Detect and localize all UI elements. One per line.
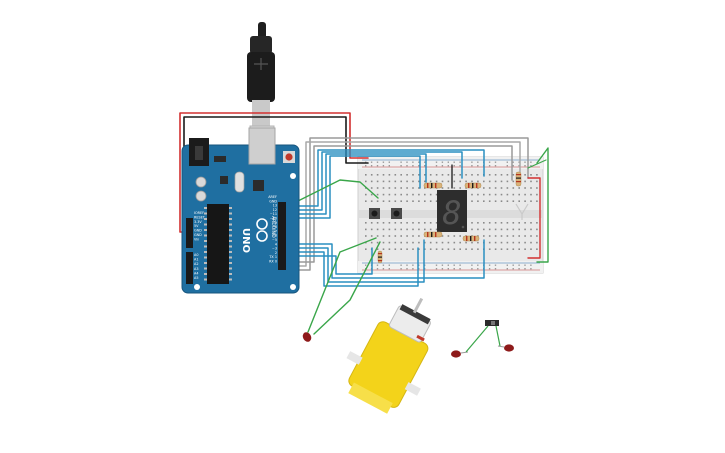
pin-label: ~5: [272, 238, 277, 242]
push-button-2[interactable]: [391, 208, 402, 219]
pin-label: 5V: [194, 224, 199, 228]
dc-motor[interactable]: [332, 280, 458, 422]
analog-header: [186, 252, 193, 284]
pin-label: TX 1: [268, 255, 277, 259]
brand-text: ARDUINO: [270, 216, 276, 238]
pin-label: RESET: [194, 215, 206, 219]
pin-label: GND: [269, 199, 277, 203]
pin-label: ~11: [270, 212, 277, 216]
resistor[interactable]: [464, 182, 482, 189]
wire-blue-8: [295, 247, 373, 275]
mount-hole: [290, 284, 296, 290]
wire-green-button: [295, 179, 379, 203]
wire-red-5v: [179, 112, 369, 233]
pin-label: ~10: [270, 217, 277, 221]
atmega-chip: [207, 204, 229, 284]
pin-label: RX 0: [269, 260, 277, 264]
wire-green-rail: [536, 147, 549, 263]
chip-pins: [204, 207, 232, 281]
digital-header: [278, 202, 286, 270]
seven-segment-display[interactable]: 8: [437, 190, 467, 232]
pin-label: A2: [194, 262, 198, 266]
pin-label: GND: [194, 229, 202, 233]
resistor[interactable]: [423, 182, 443, 189]
pin-label: GND: [194, 233, 202, 237]
pin-label: A3: [194, 267, 198, 271]
pin-label: 8: [275, 225, 277, 229]
pin-label: 12: [273, 208, 277, 212]
reset-button[interactable]: [285, 153, 293, 161]
capacitor: [195, 176, 207, 188]
led-2[interactable]: [451, 350, 469, 358]
arduino-uno-board[interactable]: ARDUINO UNO AREFGND1312~11~10~987~6~54~3…: [181, 127, 300, 294]
sensor-icon[interactable]: [515, 203, 529, 220]
wire-grey-1: [295, 137, 529, 271]
resistor[interactable]: [462, 235, 480, 242]
wire-blue-3: [295, 153, 427, 215]
wire-green-led1b: [313, 241, 381, 335]
pin-label: A1: [194, 258, 198, 262]
usb-port: [248, 127, 276, 165]
wire-red-rail: [527, 177, 541, 259]
resistor[interactable]: [515, 171, 522, 187]
slide-switch[interactable]: [465, 320, 501, 353]
pin-label: 3.3V: [194, 220, 202, 224]
pin-label: A5: [194, 276, 198, 280]
arduino-logo-icon: [256, 218, 268, 242]
mount-hole: [194, 284, 200, 290]
push-button-1[interactable]: [369, 208, 380, 219]
seven-segment-digit: 8: [442, 194, 461, 232]
model-text: UNO: [240, 228, 251, 253]
wire-green-led1: [307, 237, 377, 333]
resistors[interactable]: [377, 171, 522, 264]
pin-label: ~6: [272, 234, 277, 238]
mount-hole: [290, 173, 296, 179]
wire-blue-4: [295, 155, 421, 219]
wires: [179, 112, 549, 335]
wire-grey-2: [295, 141, 521, 267]
pin-label: ~9: [272, 221, 277, 225]
pin-label: 7: [275, 229, 277, 233]
pin-label: 2: [275, 251, 277, 255]
pin-label: Vin: [194, 237, 199, 241]
resistor[interactable]: [423, 231, 443, 238]
wire-blue-5: [295, 239, 485, 279]
wire-blue-2: [295, 151, 463, 211]
pin-label: 13: [273, 204, 277, 208]
crystal: [234, 171, 245, 193]
pin-label: 4: [275, 242, 277, 246]
pin-label: A4: [194, 271, 198, 275]
pin-label: ~3: [272, 247, 277, 251]
capacitor: [195, 190, 207, 202]
pin-label: AREF: [268, 195, 277, 199]
wire-blue-1: [295, 149, 485, 207]
pin-label: A0: [194, 253, 198, 257]
power-header: [186, 218, 193, 248]
pin-label: IOREF: [194, 211, 204, 215]
led-1[interactable]: [301, 331, 313, 344]
led-3[interactable]: [497, 344, 514, 352]
wire-blue-7: [295, 247, 419, 287]
resistor[interactable]: [377, 250, 383, 264]
wire-grey-3: [295, 145, 513, 263]
